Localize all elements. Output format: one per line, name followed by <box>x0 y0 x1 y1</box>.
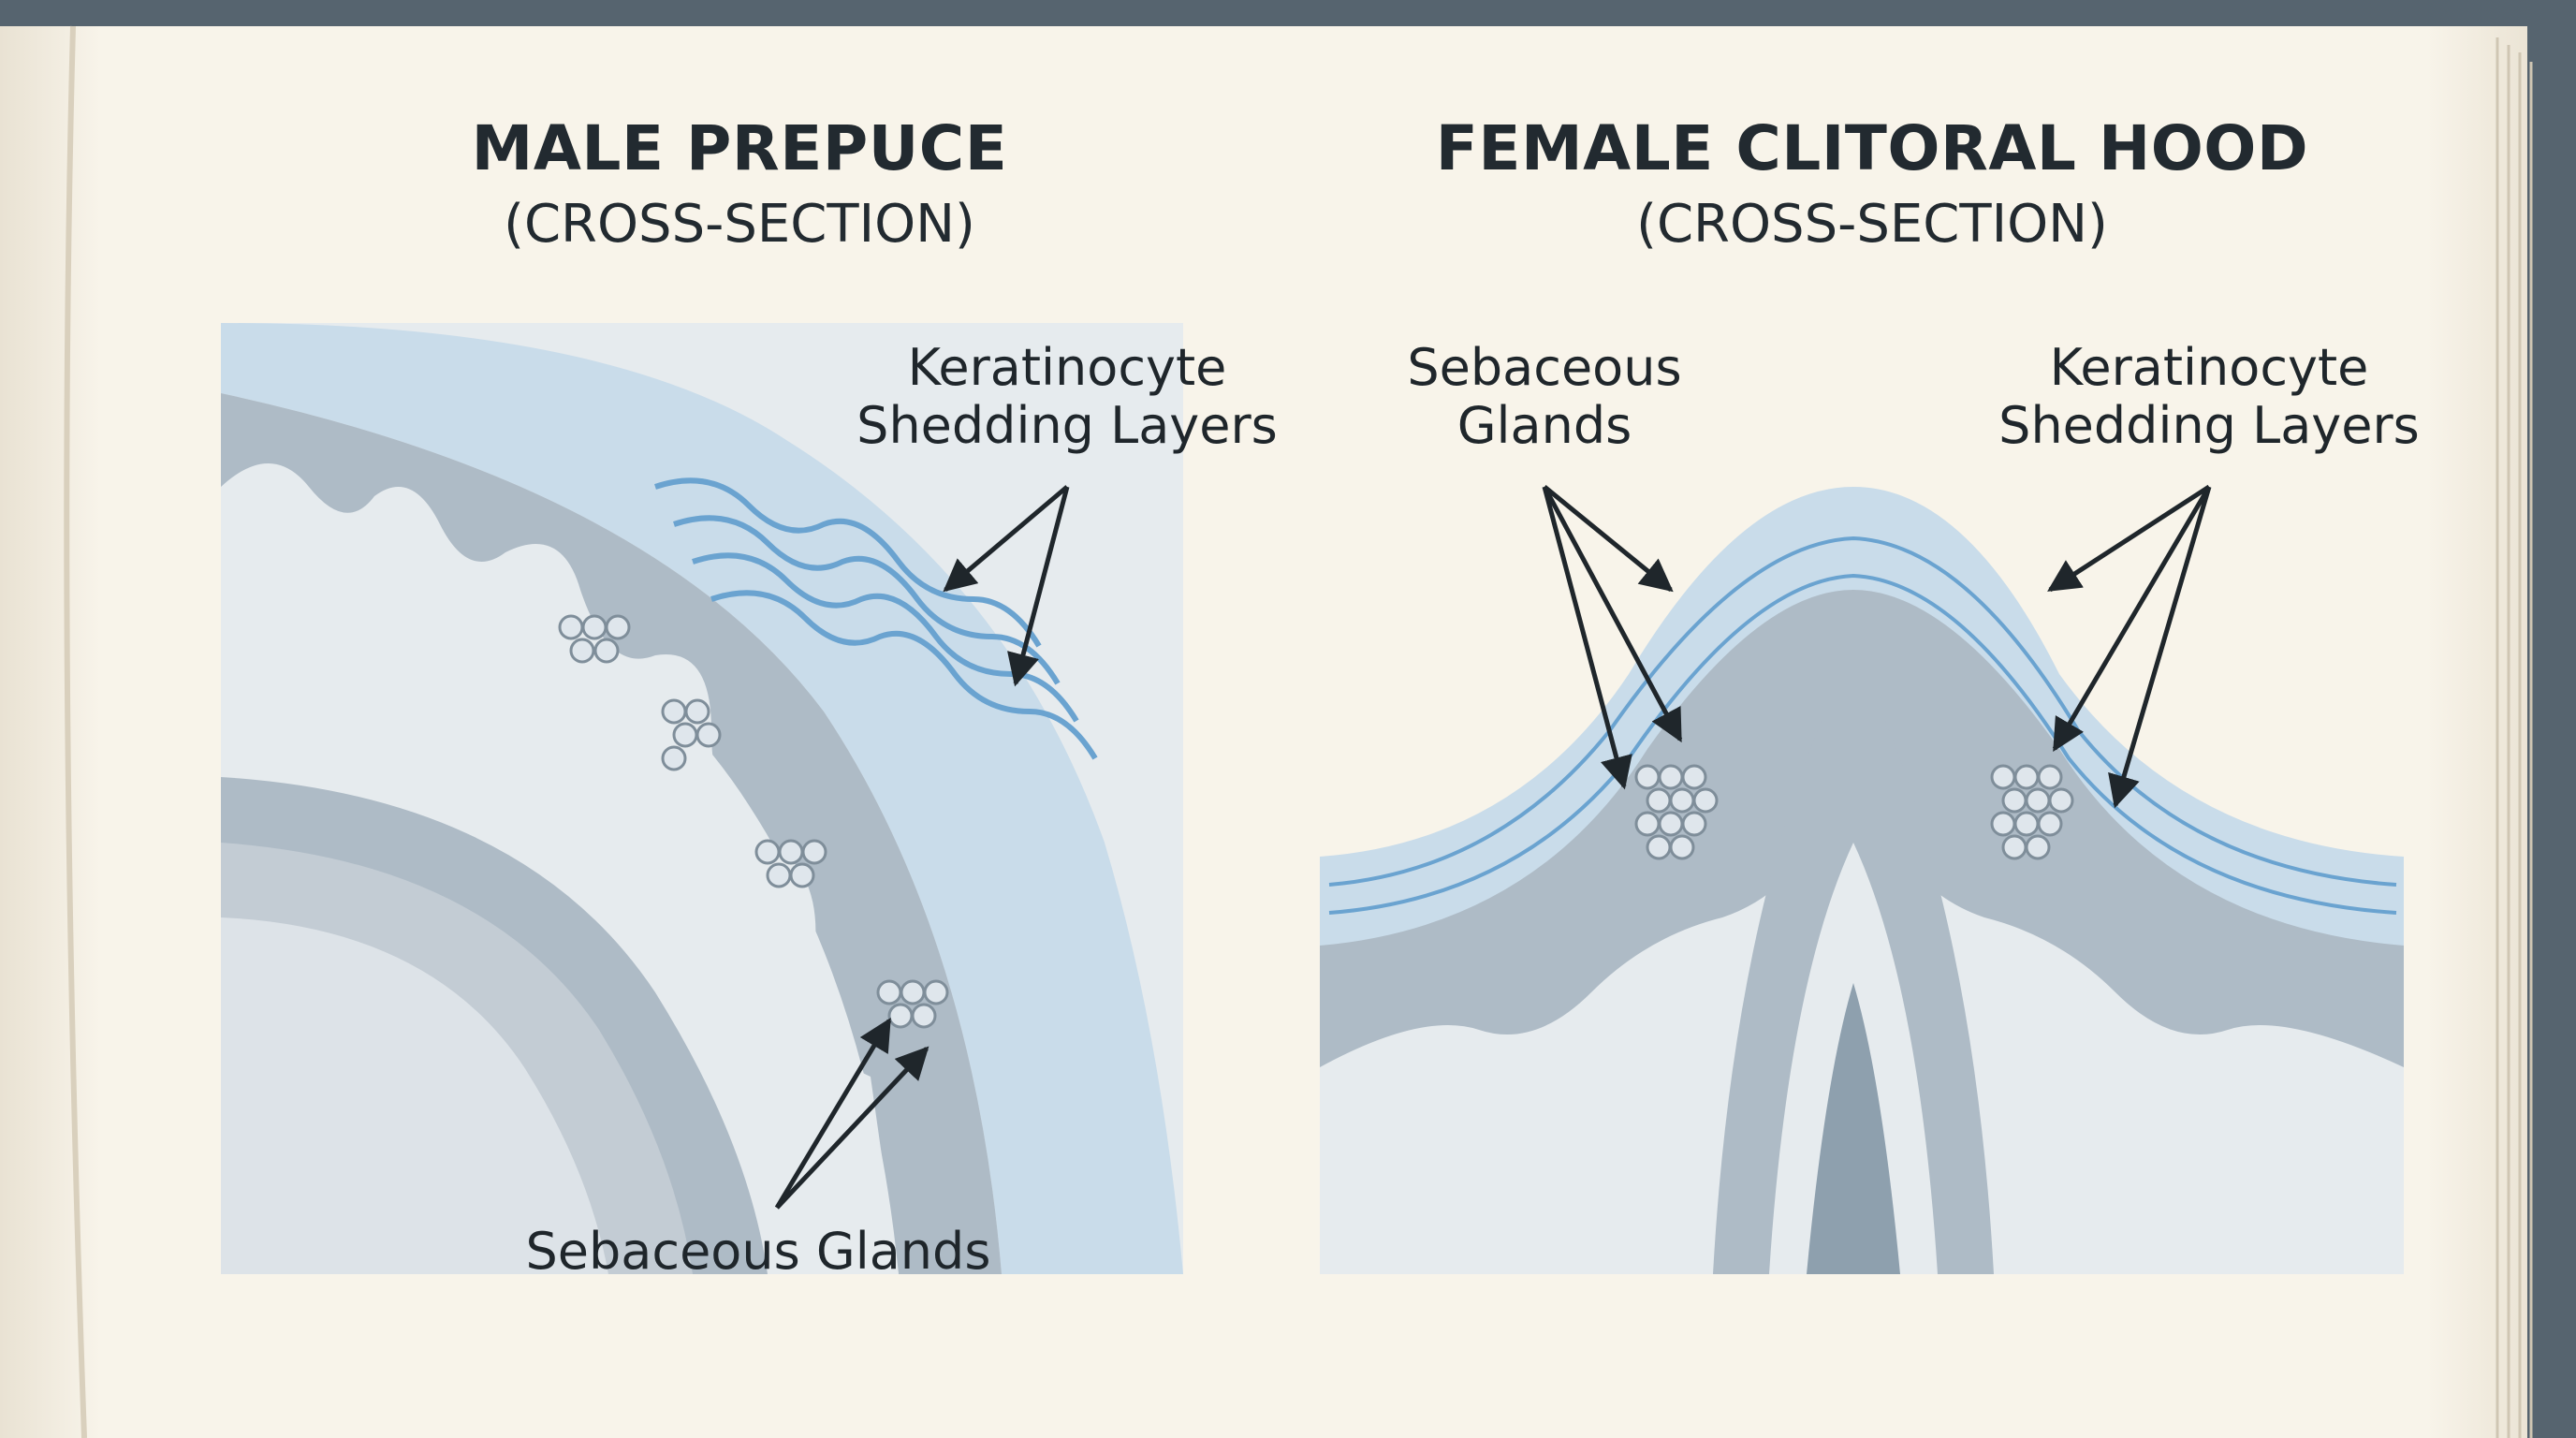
female-title-block: FEMALE CLITORAL HOOD (CROSS-SECTION) <box>1404 112 2340 255</box>
male-subtitle: (CROSS-SECTION) <box>504 194 975 255</box>
page-edges <box>2496 37 2533 1438</box>
book-spine <box>64 25 87 1438</box>
female-title: FEMALE CLITORAL HOOD <box>1435 112 2309 184</box>
male-prepuce-illustration <box>221 323 1183 1274</box>
female-subtitle: (CROSS-SECTION) <box>1636 194 2108 255</box>
female-keratinocyte-label: Keratinocyte Shedding Layers <box>1998 338 2420 455</box>
female-sebaceous-arrows <box>1542 485 1683 790</box>
male-sebaceous-arrows <box>774 1017 929 1210</box>
female-clitoral-hood-illustration <box>1320 323 2404 1274</box>
male-keratinocyte-arrows <box>943 485 1070 687</box>
male-title-block: MALE PREPUCE (CROSS-SECTION) <box>365 112 1114 255</box>
female-sebaceous-label: Sebaceous Glands <box>1407 338 1682 455</box>
male-sebaceous-label: Sebaceous Glands <box>525 1222 991 1281</box>
male-title: MALE PREPUCE <box>471 112 1008 184</box>
male-keratinocyte-label: Keratinocyte Shedding Layers <box>856 338 1278 455</box>
female-keratinocyte-arrows <box>2047 484 2212 809</box>
